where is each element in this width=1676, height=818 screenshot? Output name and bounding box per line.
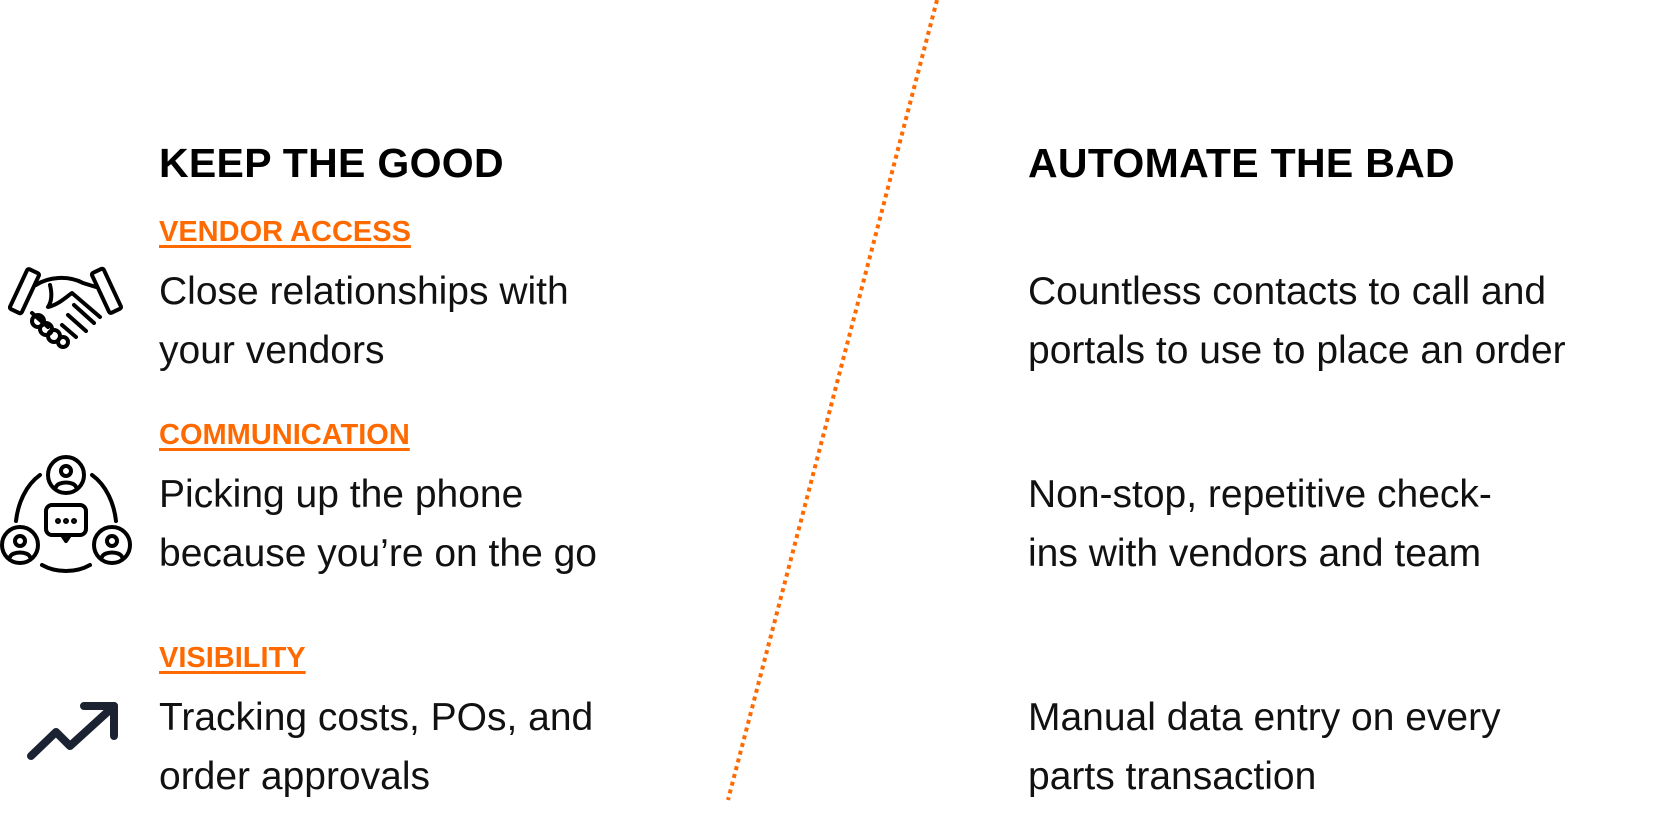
description-line: Tracking costs, POs, and bbox=[159, 696, 594, 739]
description-line: your vendors bbox=[159, 329, 385, 372]
visibility-description: Tracking costs, POs, and order approvals bbox=[159, 688, 593, 806]
team-chat-icon bbox=[0, 455, 132, 575]
description-line: ins with vendors and team bbox=[1028, 532, 1482, 575]
description-line: portals to use to place an order bbox=[1028, 329, 1566, 372]
description-line: Close relationships with bbox=[159, 270, 569, 313]
communication-description: Picking up the phone because you’re on t… bbox=[159, 465, 597, 583]
visibility-label: VISIBILITY bbox=[159, 642, 306, 674]
handshake-icon bbox=[8, 265, 123, 350]
trending-up-icon bbox=[26, 700, 122, 762]
bad-item-check-ins: Non-stop, repetitive check- ins with ven… bbox=[1028, 465, 1492, 583]
bad-item-data-entry: Manual data entry on every parts transac… bbox=[1028, 688, 1501, 806]
description-line: Picking up the phone bbox=[159, 473, 524, 516]
description-line: parts transaction bbox=[1028, 755, 1317, 798]
description-line: Manual data entry on every bbox=[1028, 696, 1501, 739]
bad-item-contacts: Countless contacts to call and portals t… bbox=[1028, 262, 1566, 380]
description-line: Non-stop, repetitive check- bbox=[1028, 473, 1492, 516]
description-line: Countless contacts to call and bbox=[1028, 270, 1547, 313]
description-line: because you’re on the go bbox=[159, 532, 597, 575]
automate-the-bad-heading: AUTOMATE THE BAD bbox=[1028, 140, 1455, 186]
vendor-access-description: Close relationships with your vendors bbox=[159, 262, 569, 380]
description-line: order approvals bbox=[159, 755, 430, 798]
communication-label: COMMUNICATION bbox=[159, 419, 410, 451]
keep-the-good-heading: KEEP THE GOOD bbox=[159, 140, 504, 186]
vendor-access-label: VENDOR ACCESS bbox=[159, 216, 411, 248]
